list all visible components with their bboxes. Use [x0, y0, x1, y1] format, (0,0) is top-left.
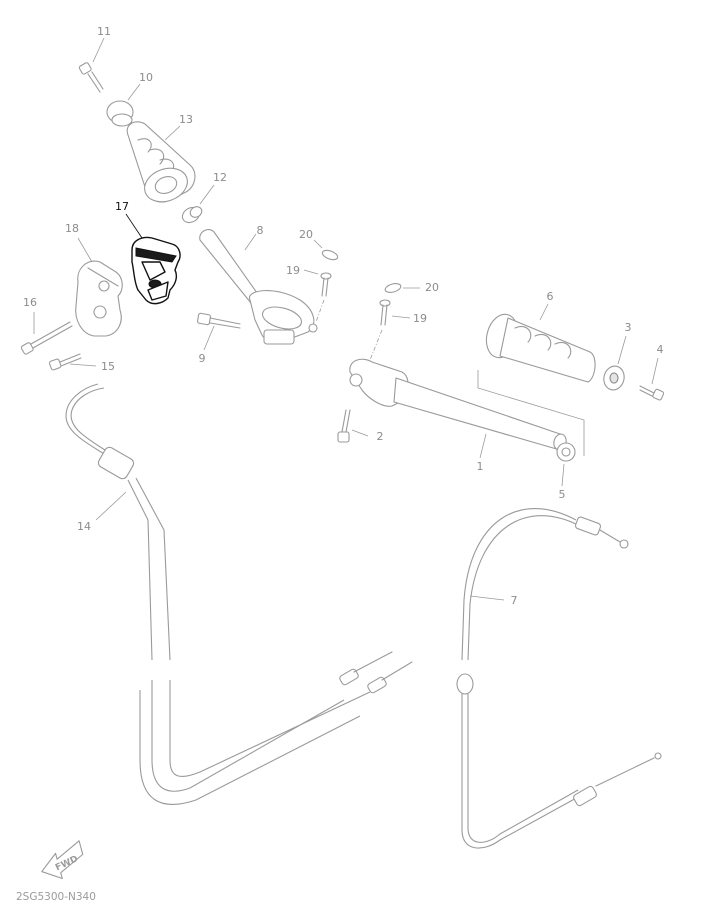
- callout-19-lower: 19: [413, 312, 427, 325]
- callout-6: 6: [547, 290, 554, 303]
- callout-19-upper: 19: [286, 264, 300, 277]
- fwd-arrow-icon: FWD: [41, 840, 84, 880]
- callout-10: 10: [139, 71, 153, 84]
- callout-20-lower: 20: [425, 281, 439, 294]
- part-7-clutch-cable[interactable]: [456, 508, 662, 849]
- callout-12: 12: [213, 171, 227, 184]
- callout-1: 1: [477, 460, 484, 473]
- part-19-screw-upper[interactable]: [320, 272, 332, 297]
- callout-20-upper: 20: [299, 228, 313, 241]
- part-5-bushing[interactable]: [556, 442, 576, 462]
- part-20-cap-upper[interactable]: [321, 249, 339, 262]
- callout-8: 8: [257, 224, 264, 237]
- part-3-grip-end[interactable]: [601, 364, 627, 392]
- part-18-switch-housing-lower[interactable]: [75, 260, 123, 337]
- part-17-switch-housing[interactable]: [131, 236, 181, 305]
- callout-13: 13: [179, 113, 193, 126]
- part-6-grip-left[interactable]: [482, 311, 596, 383]
- callout-9: 9: [199, 352, 206, 365]
- callout-15: 15: [101, 360, 115, 373]
- part-9-bolt[interactable]: [196, 312, 241, 329]
- part-1-handlebar-left[interactable]: [349, 358, 568, 451]
- callout-16: 16: [23, 296, 37, 309]
- callout-3: 3: [625, 321, 632, 334]
- part-4-screw[interactable]: [639, 385, 665, 401]
- drawing-code: 2SG5300-N340: [16, 891, 96, 903]
- part-14-throttle-cables[interactable]: [65, 383, 413, 805]
- part-20-cap-lower[interactable]: [384, 282, 402, 294]
- part-12-collar[interactable]: [180, 204, 204, 225]
- callout-14: 14: [77, 520, 91, 533]
- part-13-throttle-grip[interactable]: [126, 121, 196, 208]
- part-11-screw[interactable]: [78, 62, 104, 93]
- callout-11: 11: [97, 25, 111, 38]
- part-16-screw[interactable]: [20, 321, 73, 355]
- part-19-screw-lower[interactable]: [379, 299, 391, 326]
- callout-5: 5: [559, 488, 566, 501]
- part-8-handlebar-right[interactable]: [199, 229, 318, 345]
- callout-4: 4: [657, 343, 664, 356]
- callout-18: 18: [65, 222, 79, 235]
- callout-2: 2: [377, 430, 384, 443]
- part-10-grip-end[interactable]: [106, 100, 134, 127]
- part-2-bolt[interactable]: [337, 409, 351, 443]
- part-15-screw[interactable]: [48, 353, 82, 371]
- callout-17: 17: [115, 200, 129, 213]
- callout-7: 7: [511, 594, 518, 607]
